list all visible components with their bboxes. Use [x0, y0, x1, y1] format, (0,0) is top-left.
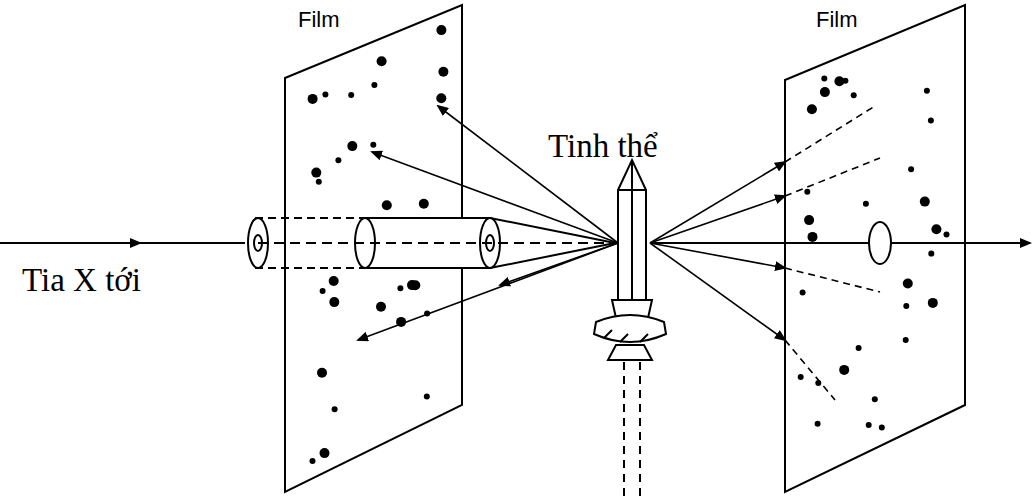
spot — [382, 200, 392, 210]
spot — [804, 189, 810, 195]
spot — [377, 56, 387, 66]
spot — [808, 232, 818, 242]
spot — [316, 179, 322, 185]
crystal — [594, 160, 666, 360]
spot — [329, 276, 339, 286]
spot — [332, 406, 338, 412]
spot — [308, 94, 318, 104]
spot — [320, 288, 326, 294]
spot — [310, 458, 316, 464]
diffraction-spots — [308, 25, 950, 464]
spot — [436, 93, 446, 103]
spot — [863, 201, 869, 207]
spot — [371, 82, 377, 88]
spot — [866, 422, 872, 428]
forward-rays — [650, 106, 880, 400]
spot — [320, 448, 330, 458]
spot — [928, 118, 934, 124]
direct-beam-spot — [869, 222, 891, 264]
film-label: Film — [298, 8, 340, 32]
spot — [851, 92, 857, 98]
spot — [928, 251, 934, 257]
transmitted-beam — [650, 242, 1030, 244]
spot — [407, 280, 417, 290]
spot — [807, 104, 817, 114]
spot — [931, 224, 941, 234]
spot — [820, 87, 830, 97]
spot — [370, 142, 376, 148]
beam-arrow — [0, 242, 140, 244]
spot — [908, 166, 914, 172]
spot — [903, 337, 909, 343]
spot — [424, 394, 430, 400]
spot — [804, 215, 814, 225]
spot — [311, 168, 321, 178]
right-film — [785, 5, 965, 492]
spot — [329, 297, 339, 307]
spot — [397, 285, 403, 291]
spot — [815, 421, 821, 427]
spot — [347, 141, 357, 151]
spot — [842, 78, 848, 84]
spot — [924, 88, 930, 94]
spot — [903, 303, 909, 309]
spot — [920, 197, 930, 207]
spot — [317, 368, 327, 378]
beam — [0, 242, 245, 244]
beam-label: Tia X tới — [22, 262, 141, 298]
spot — [348, 92, 354, 98]
spot — [928, 298, 938, 308]
spot — [800, 289, 806, 295]
spot — [903, 279, 913, 289]
spot — [872, 396, 878, 402]
spot — [879, 424, 885, 430]
collimator — [248, 218, 615, 268]
crystal-label: Tinh thể — [548, 128, 658, 164]
spot — [438, 67, 448, 77]
spot — [419, 199, 429, 209]
spot — [322, 92, 328, 98]
spot — [798, 374, 804, 380]
spot — [436, 25, 446, 35]
spot — [821, 75, 827, 81]
spot — [839, 365, 849, 375]
spot — [335, 157, 341, 163]
spot — [856, 345, 862, 351]
goniometer-stem — [624, 362, 640, 496]
spot — [944, 232, 950, 238]
spot — [376, 302, 386, 312]
film-label: Film — [816, 8, 858, 32]
